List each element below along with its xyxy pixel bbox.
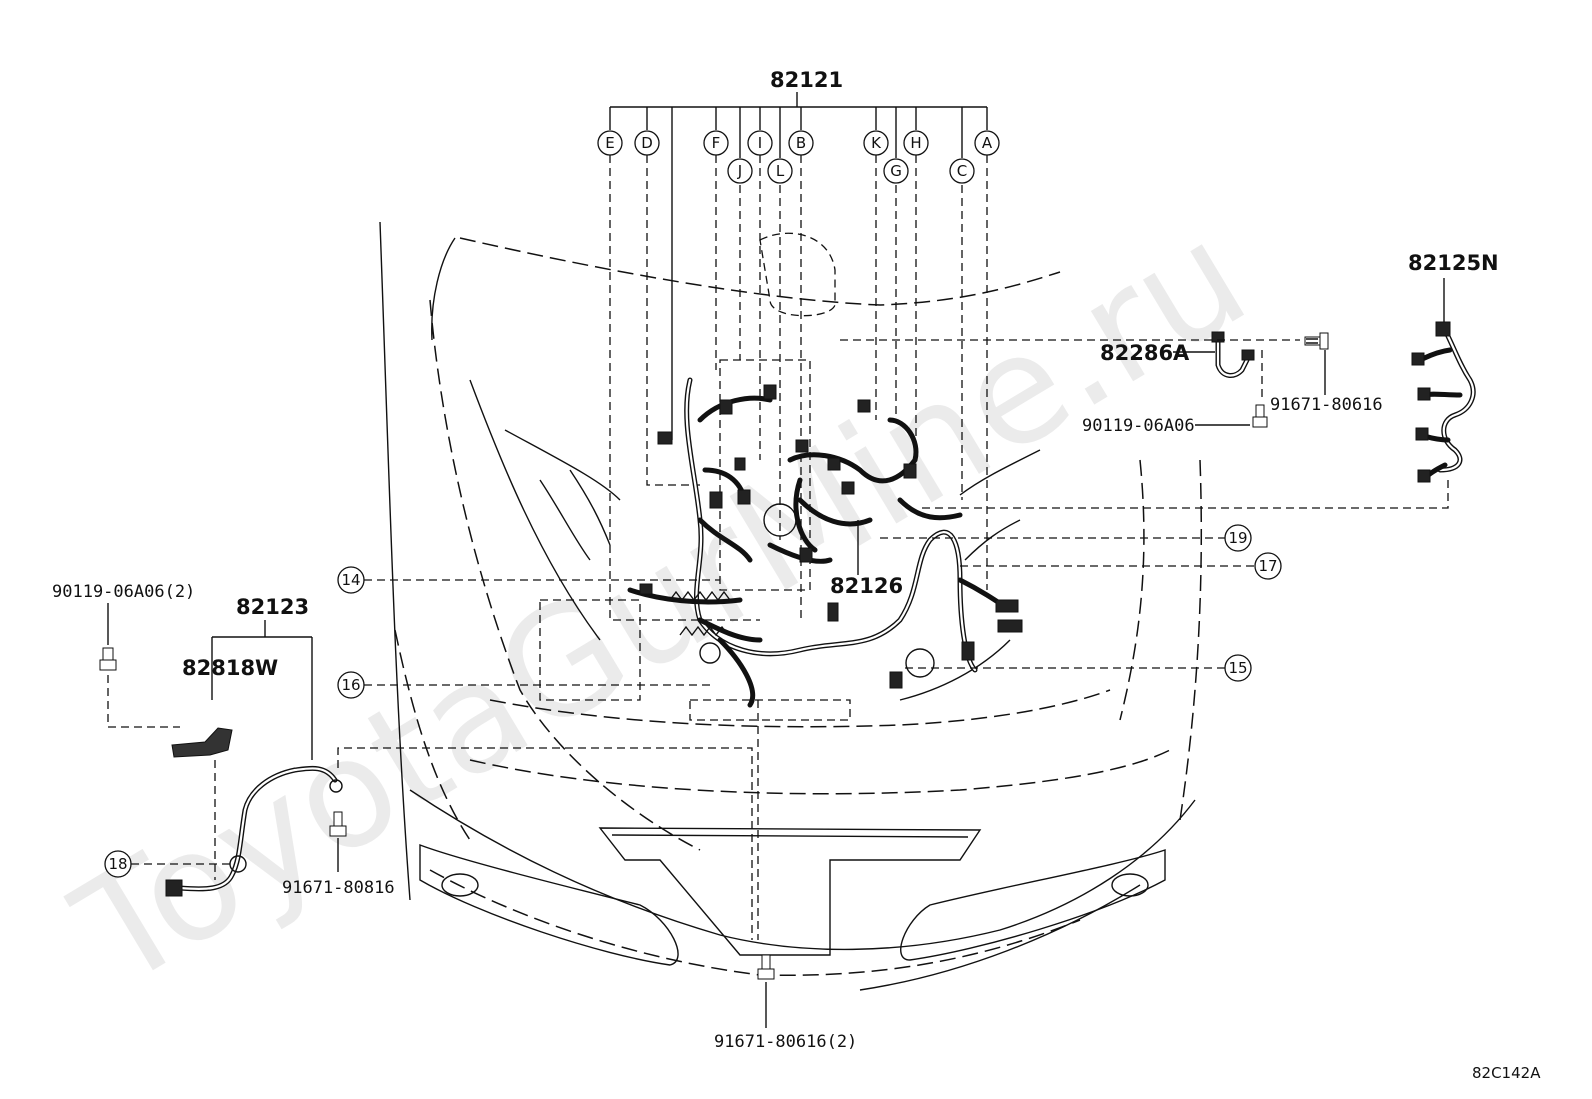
connector-letter-E: E (597, 130, 623, 156)
svg-text:C: C (957, 162, 967, 180)
svg-text:G: G (890, 162, 902, 180)
watermark: ToyotaGurMine.ru (48, 189, 1274, 1021)
connector-letter-A: A (974, 130, 1000, 156)
bolt-90119-06A06-2-drawing (99, 647, 117, 671)
leader-82125N-dash (920, 480, 1449, 509)
svg-text:K: K (871, 134, 882, 152)
svg-text:E: E (605, 134, 614, 152)
harness-82123-drawing (165, 765, 343, 897)
bolt-91671-80616-2-drawing (757, 954, 775, 980)
connector-letter-K: K (863, 130, 889, 156)
svg-text:H: H (910, 134, 921, 152)
part-90119-06A06-2-label: 90119-06A06(2) (52, 582, 195, 602)
svg-text:L: L (776, 162, 785, 180)
connector-letters: E D F I B K H A J L G C (597, 130, 1000, 184)
callout-15: 15 (905, 654, 1252, 682)
part-90119-06A06-label: 90119-06A06 (1082, 416, 1195, 436)
connector-letter-C: C (949, 158, 975, 184)
part-91671-80816-label: 91671-80816 (282, 878, 395, 898)
svg-text:D: D (641, 134, 653, 152)
diagram-reference-code: 82C142A (1472, 1064, 1541, 1082)
harness-82125N-drawing (1411, 321, 1476, 483)
svg-text:A: A (982, 134, 993, 152)
svg-text:B: B (796, 134, 806, 152)
callout-19: 19 (880, 524, 1252, 552)
harness-82121-leaders (609, 92, 988, 621)
wire-82818W-drawing (171, 727, 233, 758)
connector-letter-B: B (788, 130, 814, 156)
part-82125N-label: 82125N (1408, 251, 1499, 275)
wire-82286A-drawing (1211, 331, 1255, 378)
svg-text:F: F (712, 134, 721, 152)
connector-letter-D: D (634, 130, 660, 156)
engine-harness-bundle (627, 377, 1023, 708)
svg-text:I: I (758, 134, 762, 152)
svg-text:17: 17 (1258, 557, 1277, 575)
leader-bolt-90119-dash (107, 675, 180, 728)
part-82818W-label: 82818W (182, 656, 278, 680)
part-91671-80616-2-label: 91671-80616(2) (714, 1032, 857, 1052)
connector-letter-L: L (767, 158, 793, 184)
svg-text:16: 16 (341, 676, 360, 694)
part-82123-label: 82123 (236, 595, 309, 619)
svg-text:J: J (737, 162, 742, 180)
connector-letter-J: J (727, 158, 753, 184)
part-82126-label: 82126 (830, 574, 903, 598)
callout-14: 14 (337, 566, 720, 594)
bolt-91671-80616-top (1304, 332, 1329, 350)
svg-text:18: 18 (108, 855, 127, 873)
svg-text:19: 19 (1228, 529, 1247, 547)
callout-17: 17 (960, 552, 1282, 580)
part-82121-label: 82121 (770, 68, 843, 92)
bolt-90119-06A06-top (1252, 404, 1268, 428)
part-82123-leaders (211, 620, 313, 760)
bolt-91671-80816-drawing (329, 811, 347, 837)
callout-16: 16 (337, 671, 715, 699)
svg-text:15: 15 (1228, 659, 1247, 677)
svg-text:14: 14 (341, 571, 360, 589)
part-91671-80616-label: 91671-80616 (1270, 395, 1383, 415)
connector-letter-G: G (883, 158, 909, 184)
leader-91671-80616-2-dash (337, 747, 753, 940)
connector-letter-H: H (903, 130, 929, 156)
connector-letter-I: I (747, 130, 773, 156)
part-82286A-label: 82286A (1100, 341, 1190, 365)
vehicle-outline (379, 221, 1203, 991)
connector-letter-F: F (703, 130, 729, 156)
